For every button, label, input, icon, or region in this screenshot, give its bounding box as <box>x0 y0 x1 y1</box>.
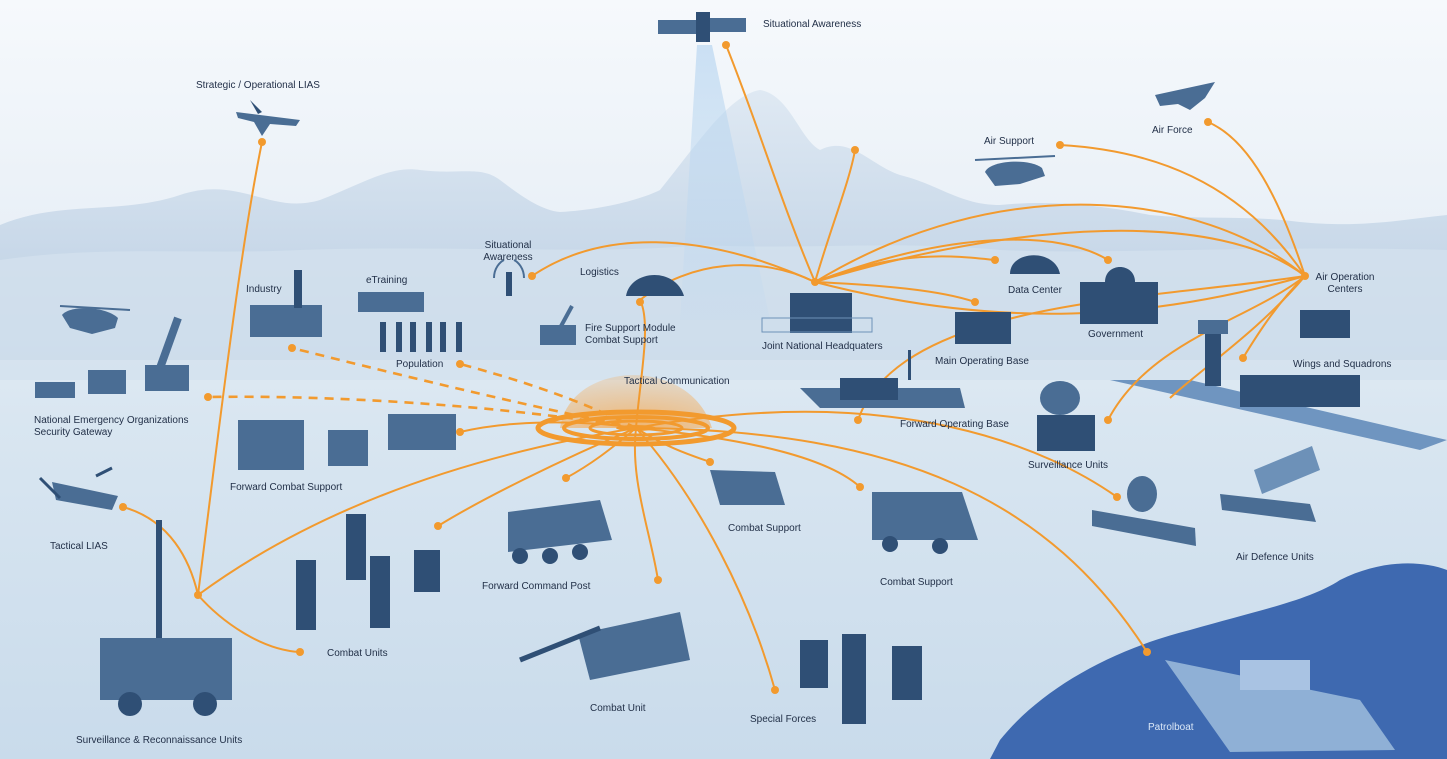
label-air-support: Air Support <box>984 136 1035 147</box>
data-center-icon <box>1010 255 1060 274</box>
lias-links <box>122 141 301 653</box>
government-building-icon <box>1080 267 1158 324</box>
air-defence-radar-icon <box>1092 476 1196 546</box>
label-population: Population <box>396 359 444 370</box>
label-combat-support-2: Combat Support <box>880 577 953 588</box>
aoc-links <box>857 121 1306 421</box>
dashed-links <box>207 346 637 430</box>
label-data-center: Data Center <box>1008 285 1062 296</box>
label-situational-awareness: Situational Awareness <box>483 240 533 263</box>
label-air-operation-centers: Air Operation Centers <box>1315 272 1375 295</box>
main-battle-tank-icon <box>519 612 690 680</box>
main-operating-base-icon <box>955 312 1011 344</box>
joint-hq-building-icon <box>761 293 873 333</box>
label-main-operating-base: Main Operating Base <box>935 356 1029 367</box>
label-fire-support: Fire Support Module Combat Support <box>585 323 676 346</box>
label-strategic-lias: Strategic / Operational LIAS <box>196 80 320 91</box>
label-situational-awareness-satellite: Situational Awareness <box>763 19 862 30</box>
label-surveillance-units: Surveillance Units <box>1028 460 1109 471</box>
industry-icon <box>250 270 322 337</box>
hub-links <box>197 304 1148 691</box>
satellite-beam <box>680 45 770 320</box>
label-combat-support-1: Combat Support <box>728 523 801 534</box>
combat-units-soldiers-icon <box>296 514 440 630</box>
label-combat-unit: Combat Unit <box>590 703 646 714</box>
runway <box>1110 380 1447 450</box>
fire-support-vehicle-icon <box>540 305 576 345</box>
label-combat-units: Combat Units <box>327 648 388 659</box>
forward-command-post-icon <box>508 500 612 564</box>
tactical-drone-icon <box>38 466 118 510</box>
strategic-drone-icon <box>236 100 300 136</box>
air-defence-launcher-icon <box>1220 446 1320 522</box>
etraining-icon <box>358 292 424 312</box>
forward-combat-support-icon <box>238 414 456 470</box>
special-forces-icon <box>800 634 922 724</box>
emergency-helicopter-icon <box>59 305 131 334</box>
patrol-boat-icon <box>1165 660 1395 752</box>
emergency-vehicles-icon <box>35 316 189 398</box>
logistics-hangar-icon <box>626 274 684 296</box>
label-surveillance-recon: Surveillance & Reconnaissance Units <box>76 735 243 746</box>
label-tactical-communication: Tactical Communication <box>624 376 730 387</box>
label-forward-command-post: Forward Command Post <box>482 581 591 592</box>
surveillance-radar-icon <box>1037 381 1095 451</box>
label-industry: Industry <box>246 284 282 295</box>
label-national-emergency: National Emergency Organizations Securit… <box>34 415 189 438</box>
recon-vehicle-icon <box>100 520 232 716</box>
label-air-defence-units: Air Defence Units <box>1236 552 1314 563</box>
helicopter-icon <box>974 155 1056 186</box>
wings-squadrons-icon <box>1198 310 1360 407</box>
label-tactical-lias: Tactical LIAS <box>50 541 108 552</box>
label-forward-combat-support: Forward Combat Support <box>230 482 343 493</box>
label-special-forces: Special Forces <box>750 714 817 725</box>
label-government: Government <box>1088 329 1144 340</box>
combat-support-tank-icon <box>710 470 785 505</box>
forward-operating-base-icon <box>800 350 965 408</box>
label-logistics: Logistics <box>580 267 619 278</box>
label-patrolboat: Patrolboat <box>1148 722 1194 733</box>
antenna-icon <box>493 259 525 296</box>
satellite-icon <box>658 12 746 42</box>
link-endpoints <box>119 41 1309 694</box>
label-joint-hq: Joint National Headquaters <box>762 341 883 352</box>
combat-support-vehicle-icon <box>872 492 978 554</box>
label-air-force: Air Force <box>1152 125 1193 136</box>
label-forward-operating-base: Forward Operating Base <box>900 419 1009 430</box>
fighter-jet-icon <box>1155 82 1215 110</box>
label-etraining: eTraining <box>366 275 408 286</box>
population-icon <box>380 322 462 352</box>
label-wings-squadrons: Wings and Squadrons <box>1293 359 1392 370</box>
